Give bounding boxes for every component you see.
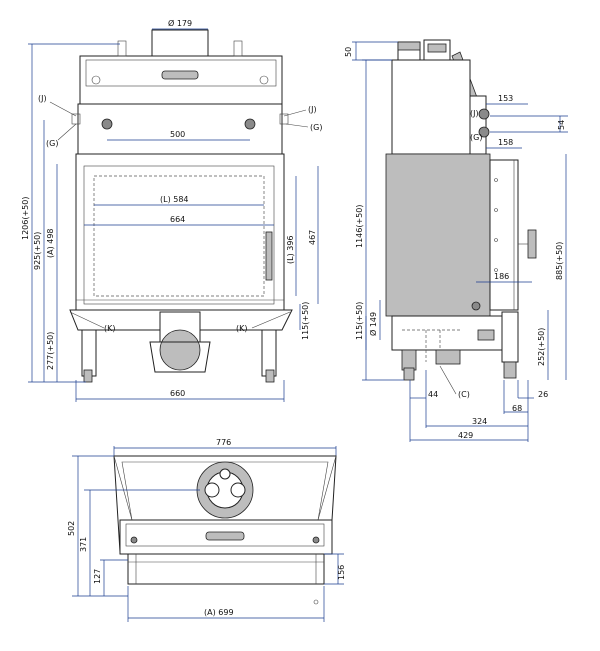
side-label-g: (G) bbox=[470, 133, 482, 142]
top-depth-371-label: 371 bbox=[79, 537, 88, 552]
side-height-115-label: 115(+50) bbox=[355, 302, 364, 340]
side-dim-44-label: 44 bbox=[428, 390, 438, 399]
front-height-l-label: (L) 396 bbox=[286, 235, 295, 264]
front-width-l-label: (L) 584 bbox=[160, 195, 189, 204]
side-main-body bbox=[385, 153, 491, 317]
front-width-500-label: 500 bbox=[170, 130, 185, 139]
front-height-mid-label: 925(+50) bbox=[33, 232, 42, 270]
front-flue-diameter-label: Ø 179 bbox=[168, 18, 192, 28]
front-label-k-right: (K) bbox=[236, 324, 248, 333]
front-outlet-circle bbox=[159, 329, 201, 371]
side-height-1146-label: 1146(+50) bbox=[355, 205, 364, 248]
side-view: 50 1146(+50) 115(+50) Ø 149 bbox=[344, 39, 568, 442]
top-depth-127-label: 127 bbox=[93, 569, 102, 584]
front-glass-frame bbox=[83, 165, 275, 305]
front-width-660-label: 660 bbox=[170, 389, 185, 398]
front-air-port-right bbox=[244, 118, 256, 130]
front-label-k-left: (K) bbox=[104, 324, 116, 333]
front-label-j-right: (J) bbox=[308, 105, 317, 114]
side-dim-153-label: 153 bbox=[498, 94, 513, 103]
side-dim-68-label: 68 bbox=[512, 404, 522, 413]
front-view: Ø 179 500 (L) 584 664 bbox=[21, 18, 322, 402]
side-dim-324-label: 324 bbox=[472, 417, 487, 426]
side-top-50-label: 50 bbox=[344, 47, 353, 57]
front-height-467-label: 467 bbox=[308, 230, 317, 245]
top-door-band bbox=[119, 519, 333, 555]
front-height-115-label: 115(+50) bbox=[301, 302, 310, 340]
side-height-885-label: 885(+50) bbox=[555, 242, 564, 280]
front-height-a-label: (A) 498 bbox=[46, 228, 55, 258]
side-dim-26-label: 26 bbox=[538, 390, 548, 399]
front-firebox bbox=[75, 153, 285, 311]
side-label-j: (J) bbox=[470, 109, 479, 118]
top-door-handle bbox=[205, 531, 245, 541]
top-width-a-label: (A) 699 bbox=[204, 608, 234, 617]
front-top-hood bbox=[79, 55, 283, 105]
side-label-c: (C) bbox=[458, 390, 470, 399]
side-dim-186-label: 186 bbox=[494, 272, 509, 281]
front-height-total-label: 1206(+50) bbox=[21, 197, 30, 240]
side-dim-54-label: 54 bbox=[557, 120, 566, 130]
front-glass-dashed bbox=[93, 175, 265, 297]
side-height-252-label: 252(+50) bbox=[537, 328, 546, 366]
front-height-base-label: 277(+50) bbox=[46, 332, 55, 370]
front-label-g-right: (G) bbox=[310, 123, 322, 132]
front-air-port-left bbox=[101, 118, 113, 130]
top-dim-156-label: 156 bbox=[337, 565, 346, 580]
side-dim-158-label: 158 bbox=[498, 138, 513, 147]
front-width-664-label: 664 bbox=[170, 215, 185, 224]
front-hood-handle bbox=[161, 70, 199, 80]
top-width-776-label: 776 bbox=[216, 438, 231, 447]
top-depth-502-label: 502 bbox=[67, 521, 76, 536]
side-upper-body bbox=[391, 59, 471, 155]
front-label-g-left: (G) bbox=[46, 139, 58, 148]
front-label-j-left: (J) bbox=[38, 94, 47, 103]
top-view: 776 502 371 127 bbox=[67, 438, 346, 622]
side-diam-149-label: Ø 149 bbox=[368, 312, 378, 336]
side-dim-429-label: 429 bbox=[458, 431, 473, 440]
front-flue-collar bbox=[151, 29, 209, 57]
